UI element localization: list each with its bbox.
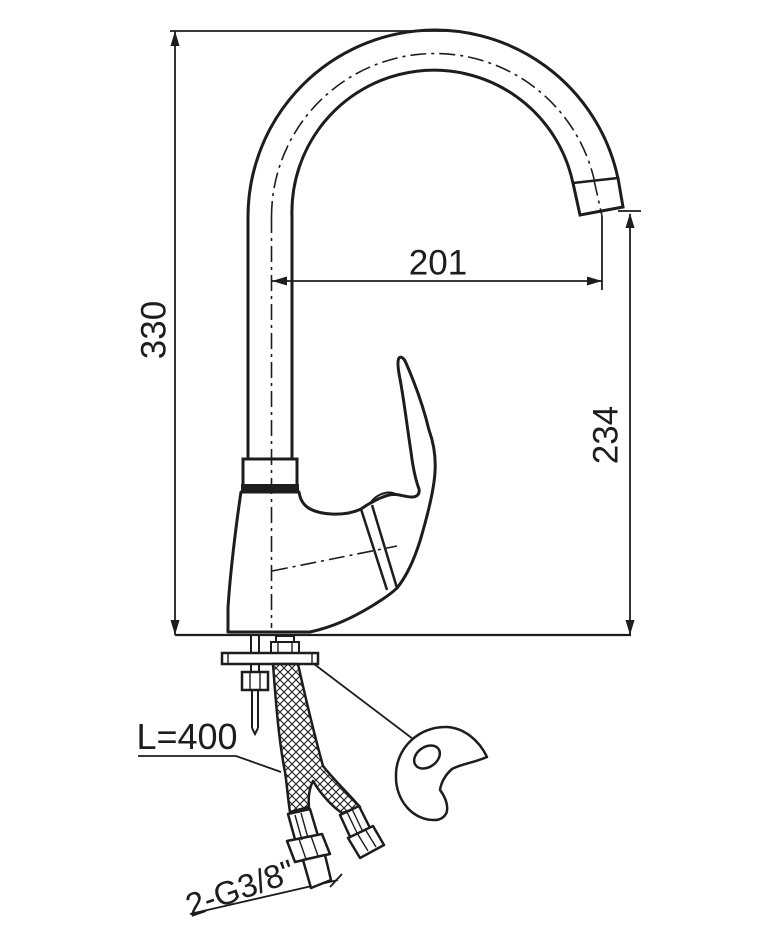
spout-outer-arc <box>246 28 620 219</box>
handle-hinge-curve <box>370 491 398 503</box>
threaded-stud-upper <box>250 635 260 653</box>
braided-hoses <box>271 662 362 815</box>
stud-rod <box>251 690 259 728</box>
fixing-nut <box>240 670 270 692</box>
left-hose-nut <box>285 832 332 864</box>
leader-mounting-bracket <box>313 663 414 740</box>
fitting-detail-lines <box>294 808 377 860</box>
fixing-hardware <box>220 635 320 737</box>
arc-centerline <box>270 52 596 218</box>
left-hose-nipple <box>301 853 333 890</box>
spout-inner-arc <box>290 68 575 219</box>
mounting-plate <box>220 651 320 666</box>
dimension-arrowheads <box>170 31 635 635</box>
handle-joint-lines <box>359 491 399 591</box>
bracket-hole <box>412 744 442 770</box>
centerlines <box>270 52 603 628</box>
mounting-collar <box>241 457 299 489</box>
mounting-bracket <box>394 725 489 822</box>
spout-nozzle-joint <box>571 176 620 185</box>
dim-outlet-height-label: 234 <box>586 405 626 465</box>
bracket-outline <box>394 725 489 822</box>
nozzle-centerline <box>593 179 603 217</box>
stud-rod-tip <box>251 727 259 737</box>
handle-boss-line-left <box>359 508 389 591</box>
leader-thread-tick <box>329 873 343 888</box>
leader-hose-length <box>138 755 282 773</box>
faucet-body <box>226 355 437 634</box>
hose-adapter <box>270 641 300 654</box>
collar-seal-band <box>241 484 299 492</box>
handle-boss-line-right <box>370 504 399 589</box>
dim-spout-reach-label: 201 <box>408 243 468 283</box>
dimension-lines <box>138 30 641 915</box>
spout-tube <box>246 28 625 461</box>
dim-total-height-label: 330 <box>134 300 174 360</box>
cartridge-axis <box>271 545 398 572</box>
hose-length-label: L=400 <box>136 716 238 757</box>
threaded-stud-lower <box>250 664 260 672</box>
spout-nozzle <box>571 176 625 217</box>
